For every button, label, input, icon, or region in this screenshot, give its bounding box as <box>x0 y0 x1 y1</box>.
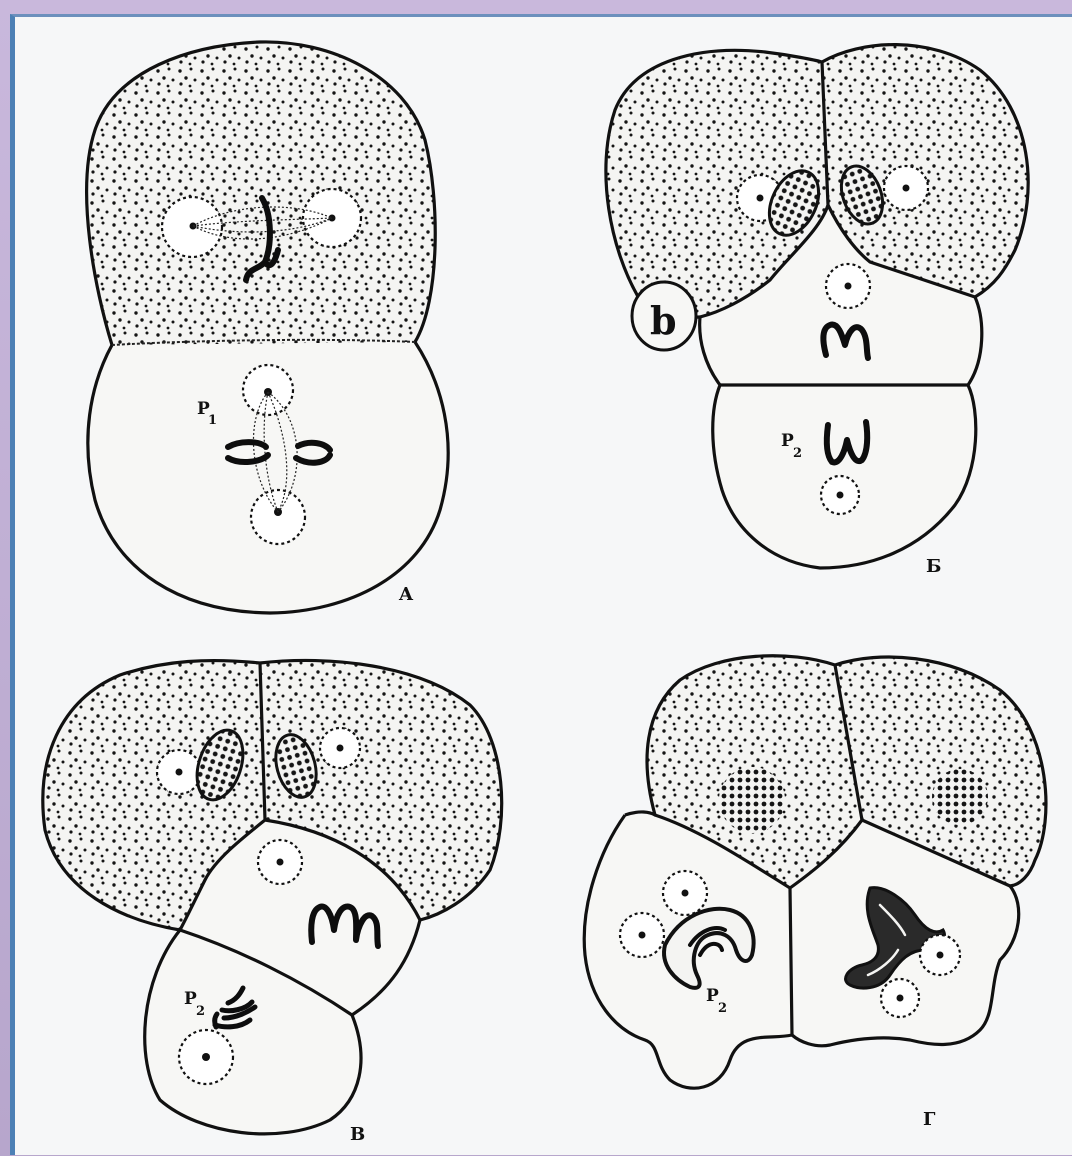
centriole-icon <box>337 745 344 752</box>
panel-letter-b: Б <box>926 556 941 577</box>
panel-letter-g: Г <box>923 1109 936 1130</box>
cell-a-upper-stippled <box>87 42 436 345</box>
panel-g: P 2 Г <box>584 656 1046 1130</box>
panel-letter-v: В <box>350 1124 365 1145</box>
centriole-icon <box>837 492 844 499</box>
centriole-icon <box>277 859 284 866</box>
centriole-icon <box>845 283 852 290</box>
centriole-icon <box>639 932 646 939</box>
panel-v: P 2 В <box>43 660 502 1145</box>
nucleus-icon <box>932 769 988 825</box>
polar-body-label: b <box>650 298 677 343</box>
panel-b: b P 2 Б <box>606 45 1028 577</box>
centriole-icon <box>682 890 689 897</box>
centriole-icon <box>937 952 944 959</box>
centriole-icon <box>202 1053 210 1061</box>
panel-letter-a: A <box>398 584 414 605</box>
cell-label-subscript: 1 <box>208 413 217 428</box>
panel-a: P 1 A <box>87 42 449 613</box>
cell-label-subscript: 2 <box>793 446 802 461</box>
centrosome-icon <box>251 490 305 544</box>
cell-label-subscript: 2 <box>196 1004 205 1019</box>
centriole-icon <box>176 769 183 776</box>
centriole-icon <box>757 195 764 202</box>
nucleus-icon <box>719 767 785 833</box>
centriole-icon <box>903 185 910 192</box>
centriole-icon <box>897 995 904 1002</box>
cell-label-subscript: 2 <box>718 1001 727 1016</box>
